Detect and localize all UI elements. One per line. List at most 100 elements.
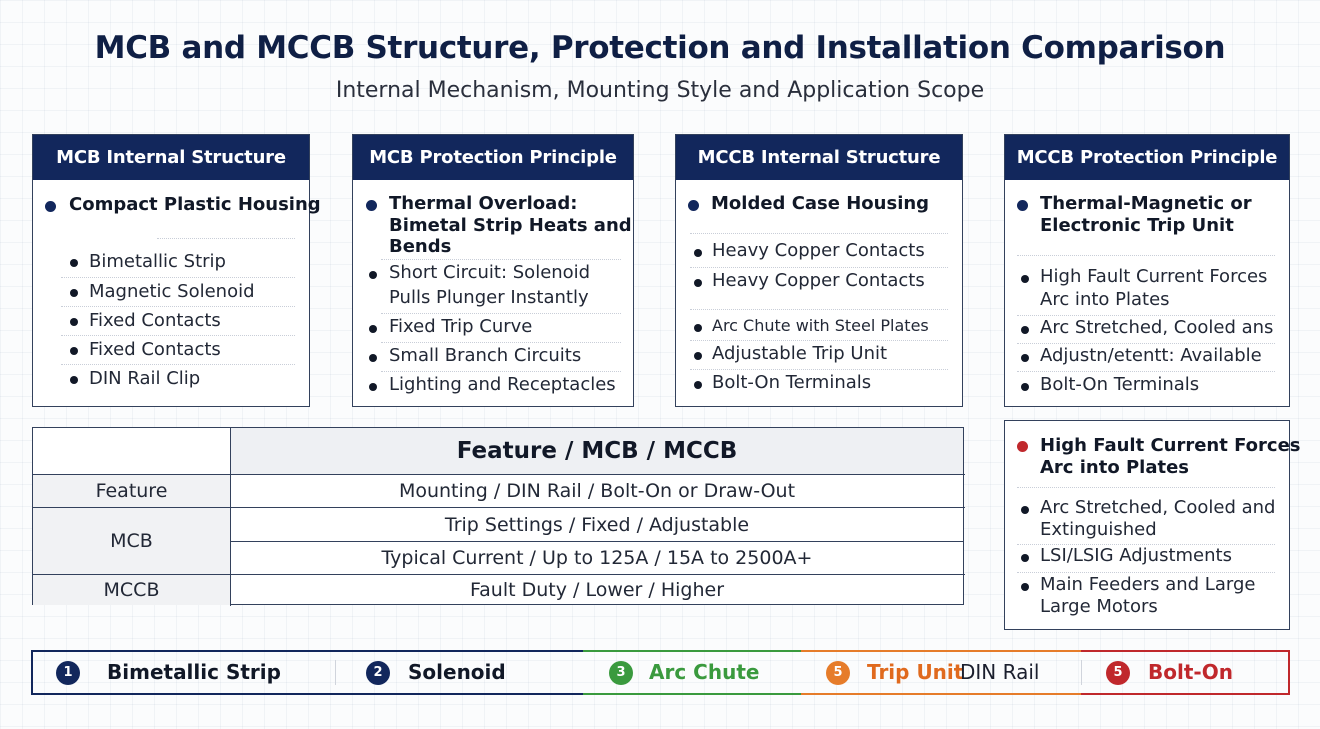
card-lead-line: Thermal Overload:: [389, 193, 578, 214]
legend-bar: 1 Bimetallic Strip 2 Solenoid 3 Arc Chut…: [31, 650, 1290, 695]
list-item-line: Main Feeders and Large: [1040, 574, 1256, 595]
legend-label-arc-chute: Arc Chute: [649, 660, 760, 684]
divider: [61, 277, 295, 278]
bullet-icon: [1021, 383, 1029, 391]
card-header: MCCB Protection Principle: [1005, 135, 1289, 180]
divider: [381, 313, 621, 314]
card-mccb-protection-principle: MCCB Protection Principle Thermal-Magnet…: [1004, 134, 1290, 407]
table-divider: [33, 474, 965, 475]
legend-label-bimetallic-strip: Bimetallic Strip: [107, 660, 281, 684]
card-mcb-protection-principle: MCB Protection Principle Thermal Overloa…: [352, 134, 634, 407]
card-mccb-fault-details: High Fault Current Forces Arc into Plate…: [1004, 420, 1301, 630]
bullet-icon: [694, 381, 702, 389]
bullet-icon: [694, 279, 702, 287]
card-lead: Molded Case Housing: [711, 193, 930, 214]
card-lead: Compact Plastic Housing: [69, 194, 321, 215]
table-row: Mounting / DIN Rail / Bolt-On or Draw-Ou…: [398, 480, 796, 502]
list-item: Magnetic Solenoid: [89, 281, 255, 302]
table-corner-cell: [33, 428, 230, 474]
bullet-icon: [366, 200, 377, 211]
bullet-icon: [70, 289, 78, 297]
table-row: Fault Duty / Lower / Higher: [469, 579, 725, 601]
card-header: MCB Protection Principle: [353, 135, 633, 180]
list-item-line: Arc Stretched, Cooled and: [1040, 497, 1276, 518]
legend-divider: [335, 660, 336, 685]
divider: [157, 238, 295, 239]
bullet-icon: [694, 352, 702, 360]
card-lead-line: Bimetal Strip Heats and: [389, 215, 632, 236]
legend-segment-green: [583, 650, 801, 695]
bullet-icon: [1021, 583, 1029, 591]
card-header: MCCB Internal Structure: [676, 135, 962, 180]
bullet-icon: [70, 376, 78, 384]
list-item-line: High Fault Current Forces: [1040, 266, 1268, 287]
legend-badge-5-red: 5: [1106, 661, 1130, 685]
list-item: Adjustable Trip Unit: [712, 343, 888, 364]
list-item: Small Branch Circuits: [389, 345, 582, 366]
list-item-line: Pulls Plunger Instantly: [389, 287, 589, 308]
bullet-icon: [694, 324, 702, 332]
legend-badge-1: 1: [56, 661, 80, 685]
bullet-icon: [1017, 441, 1028, 452]
list-item: Lighting and Receptacles: [389, 374, 616, 395]
list-item-line: Arc into Plates: [1040, 289, 1170, 310]
legend-segment-red: [1081, 650, 1290, 695]
table-row: Trip Settings / Fixed / Adjustable: [444, 513, 750, 536]
divider: [690, 309, 948, 310]
bullet-icon: [1021, 326, 1029, 334]
list-item-line: Extinguished: [1040, 519, 1157, 540]
bullet-icon: [369, 325, 377, 333]
table-row-label: Feature: [33, 475, 230, 507]
list-item: Arc Stretched, Cooled ans: [1040, 317, 1274, 338]
divider: [690, 340, 948, 341]
list-item: Arc Chute with Steel Plates: [712, 316, 929, 335]
divider: [690, 267, 948, 268]
card-lead-line: Bends: [389, 236, 452, 257]
legend-badge-5: 5: [826, 661, 850, 685]
list-item: LSI/LSIG Adjustments: [1040, 545, 1232, 566]
list-item: Bolt-On Terminals: [1040, 374, 1200, 395]
list-item-line: Large Motors: [1040, 596, 1158, 617]
bullet-icon: [1017, 200, 1028, 211]
legend-label-solenoid: Solenoid: [408, 660, 506, 684]
bullet-icon: [1021, 554, 1029, 562]
divider: [381, 342, 621, 343]
bullet-icon: [694, 249, 702, 257]
card-lead-line: High Fault Current Forces: [1040, 435, 1301, 456]
card-header: MCB Internal Structure: [33, 135, 309, 180]
bullet-icon: [369, 271, 377, 279]
table-divider: [231, 541, 963, 542]
comparison-table: Feature / MCB / MCCB Feature MCB MCCB Mo…: [32, 427, 965, 606]
page-title: MCB and MCCB Structure, Protection and I…: [94, 30, 1226, 66]
legend-segment-orange: [801, 650, 1081, 695]
divider: [61, 306, 295, 307]
bullet-icon: [70, 259, 78, 267]
table-divider: [33, 574, 965, 575]
divider: [61, 335, 295, 336]
divider: [381, 259, 621, 260]
page-subtitle: Internal Mechanism, Mounting Style and A…: [335, 78, 985, 103]
bullet-icon: [1021, 354, 1029, 362]
list-item: Adjustn/etentt: Available: [1040, 345, 1262, 366]
table-divider: [33, 507, 965, 508]
divider: [61, 364, 295, 365]
table-divider: [230, 428, 231, 606]
divider: [690, 369, 948, 370]
legend-label-din-rail: DIN Rail: [960, 660, 1040, 684]
list-item: Bolt-On Terminals: [712, 372, 872, 393]
card-mccb-internal-structure: MCCB Internal Structure Molded Case Hous…: [675, 134, 963, 407]
list-item: Bimetallic Strip: [89, 251, 226, 272]
table-row-label: MCB: [33, 508, 230, 574]
list-item: Fixed Contacts: [89, 310, 221, 331]
card-lead-line: Thermal-Magnetic or: [1040, 193, 1252, 214]
list-item: Heavy Copper Contacts: [712, 240, 925, 261]
legend-label-trip-unit: Trip Unit: [867, 660, 964, 684]
bullet-icon: [369, 354, 377, 362]
divider: [381, 371, 621, 372]
card-mcb-internal-structure: MCB Internal Structure Compact Plastic H…: [32, 134, 321, 407]
bullet-icon: [70, 318, 78, 326]
bullet-icon: [688, 200, 699, 211]
legend-divider: [1081, 660, 1082, 685]
bullet-icon: [70, 347, 78, 355]
bullet-icon: [1021, 506, 1029, 514]
